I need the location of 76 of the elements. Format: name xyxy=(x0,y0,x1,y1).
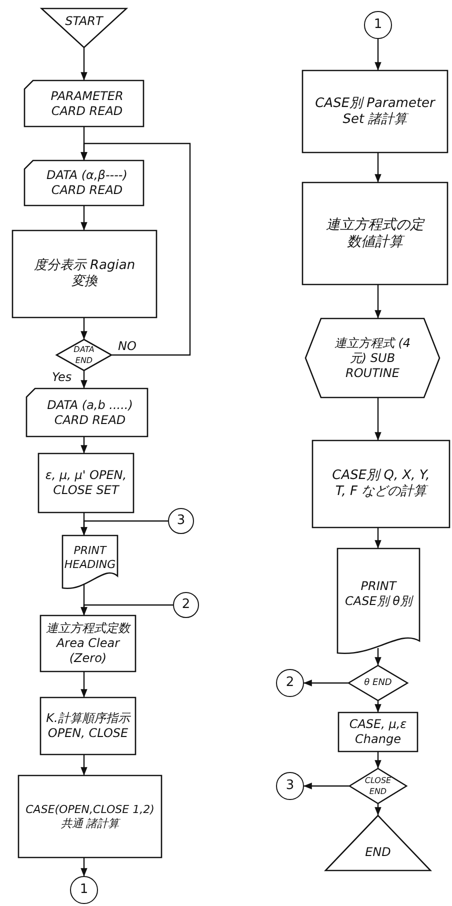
decision-diamond xyxy=(56,339,112,371)
node-label: 2 xyxy=(182,597,190,613)
node-label: CASE別 Parameter Set 諸計算 xyxy=(314,96,436,128)
card-input-box xyxy=(24,160,144,206)
process-box xyxy=(302,70,448,153)
node-label: θ END xyxy=(364,677,392,689)
process-box xyxy=(18,775,162,858)
arrow xyxy=(80,437,88,454)
node-label: PARAMETER CARD READ xyxy=(50,88,124,118)
connector-circle xyxy=(70,876,98,904)
process-box xyxy=(38,453,134,513)
arrow xyxy=(80,48,88,81)
decision-diamond xyxy=(348,665,408,701)
process-box xyxy=(40,697,136,755)
arrow xyxy=(303,782,349,790)
start-terminal xyxy=(41,8,127,48)
node-label: 連立方程式 (4 元) SUB ROUTINE xyxy=(333,336,412,380)
card-input-box xyxy=(26,388,148,437)
node-label: 度分表示 Ragian 変換 xyxy=(32,258,136,290)
process-box xyxy=(40,615,136,672)
arrow xyxy=(303,680,348,686)
arrow xyxy=(374,804,382,816)
process-box xyxy=(338,712,418,752)
arrow xyxy=(80,755,88,776)
card-input-box xyxy=(24,80,144,127)
arrow xyxy=(80,318,88,340)
node-label: START xyxy=(65,14,103,28)
node-label: CASE別 Q, X, Y, T, F などの計算 xyxy=(331,468,431,500)
arrow xyxy=(374,39,382,71)
node-label: 1 xyxy=(80,882,88,898)
node-label: END xyxy=(365,844,391,860)
arrow xyxy=(80,520,168,536)
node-label: 1 xyxy=(374,17,382,33)
node-label: DATA (a,b .....) CARD READ xyxy=(46,398,134,428)
node-label: CASE, μ,ε Change xyxy=(348,717,408,747)
arrow xyxy=(374,752,382,769)
node-label: PRINT CASE別 θ別 xyxy=(344,578,414,608)
edge-label: NO xyxy=(118,340,136,353)
arrow xyxy=(80,858,88,877)
node-label: DATA (α,β----) CARD READ xyxy=(46,168,128,198)
arrow xyxy=(80,371,88,389)
arrow xyxy=(374,398,382,441)
arrow xyxy=(374,285,382,319)
node-label: 2 xyxy=(286,675,294,691)
arrow xyxy=(80,206,88,231)
connector-circle xyxy=(276,772,304,800)
process-box xyxy=(302,182,448,285)
connector-circle xyxy=(173,592,199,618)
edge-label: Yes xyxy=(52,371,72,384)
arrow xyxy=(374,153,382,183)
connector-circle xyxy=(276,669,304,697)
arrow xyxy=(374,528,382,549)
arrow xyxy=(80,142,191,356)
node-label: K.計算順序指示 OPEN, CLOSE xyxy=(45,711,132,741)
process-box xyxy=(12,230,157,318)
document-shape xyxy=(62,535,118,590)
process-box xyxy=(312,440,450,528)
connector-circle xyxy=(168,508,194,534)
connector-circle xyxy=(364,11,392,39)
node-label: 3 xyxy=(176,513,186,529)
node-label: DATA END xyxy=(72,344,96,366)
node-label: 3 xyxy=(286,778,294,794)
arrow xyxy=(80,604,173,616)
node-label: CASE(OPEN,CLOSE 1,2) 共通 諸計算 xyxy=(24,802,156,830)
end-terminal xyxy=(325,815,431,871)
node-label: PRINT HEADING xyxy=(64,544,116,572)
node-label: 連立方程式定数 Area Clear (Zero) xyxy=(45,621,132,666)
arrow xyxy=(374,701,382,713)
node-label: 連立方程式の定数値計算 xyxy=(325,216,426,250)
node-label: CLOSE END xyxy=(364,775,392,797)
decision-diamond xyxy=(349,768,407,804)
arrow xyxy=(374,648,382,666)
node-label: ε, μ, μ' OPEN, CLOSE SET xyxy=(44,468,128,498)
arrow xyxy=(80,672,88,698)
document-shape xyxy=(337,548,420,655)
subroutine-hexagon xyxy=(305,318,440,398)
